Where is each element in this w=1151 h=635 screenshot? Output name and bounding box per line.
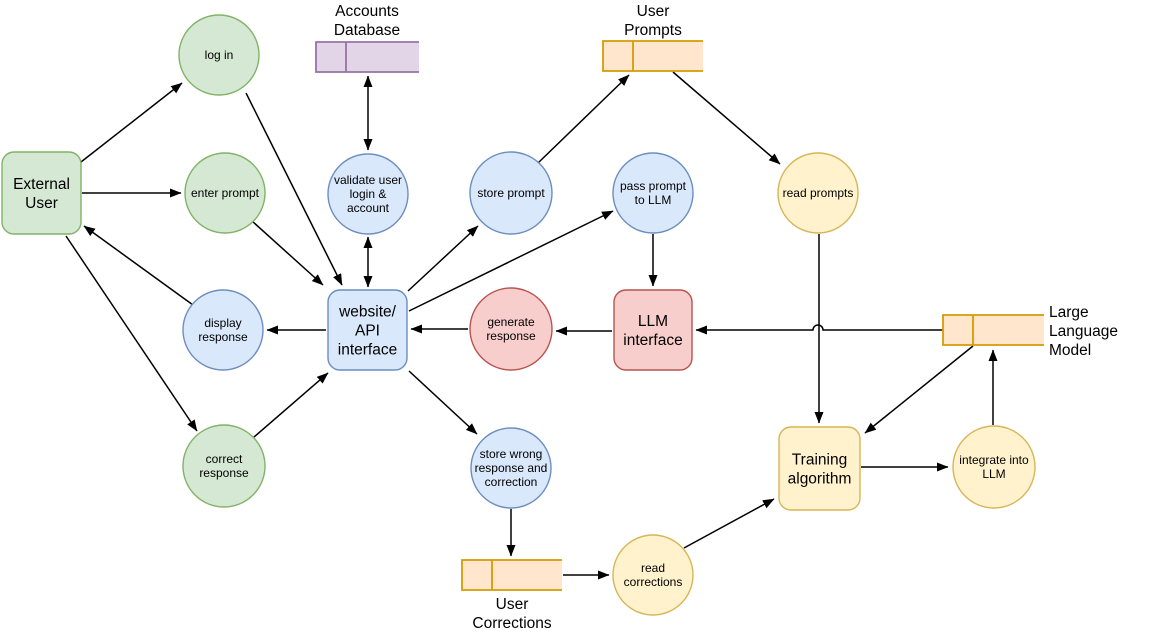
edge-website-to-store-wrong-response: [408, 370, 478, 435]
datastore-user-prompts[interactable]: [602, 40, 703, 72]
label-read-prompts: read prompts: [783, 186, 854, 200]
label-log-in: log in: [205, 48, 234, 62]
process-store-prompt[interactable]: store prompt: [469, 151, 553, 235]
edge-display-response-to-external-user: [83, 225, 194, 306]
edge-llm-store-to-training: [864, 345, 974, 434]
process-log-in[interactable]: log in: [178, 14, 260, 96]
edge-external-user-to-correct-response: [65, 235, 198, 432]
edge-correct-response-to-website: [253, 372, 329, 438]
edge-enter-prompt-to-website: [251, 220, 324, 286]
datastore-large-language-model[interactable]: [942, 314, 1044, 346]
edge-read-corrections-to-training: [683, 498, 775, 549]
edge-website-to-store-prompt: [407, 225, 479, 292]
edge-user-prompts-to-read-prompts: [672, 71, 781, 165]
edge-llm-store-to-llm-interface: [695, 324, 943, 335]
datastore-user-corrections[interactable]: [461, 559, 562, 591]
process-enter-prompt[interactable]: enter prompt: [184, 152, 266, 234]
label-enter-prompt: enter prompt: [191, 186, 260, 200]
edge-log-in-to-website: [245, 92, 343, 286]
edge-store-prompt-to-user-prompts: [537, 74, 630, 164]
datastore-accounts-database[interactable]: [315, 41, 419, 73]
edge-website-to-pass-prompt: [408, 210, 614, 312]
edge-external-user-to-log-in: [80, 82, 183, 163]
edges-layer: [65, 71, 998, 580]
label-store-prompt: store prompt: [477, 186, 545, 200]
process-read-prompts[interactable]: read prompts: [777, 152, 859, 234]
